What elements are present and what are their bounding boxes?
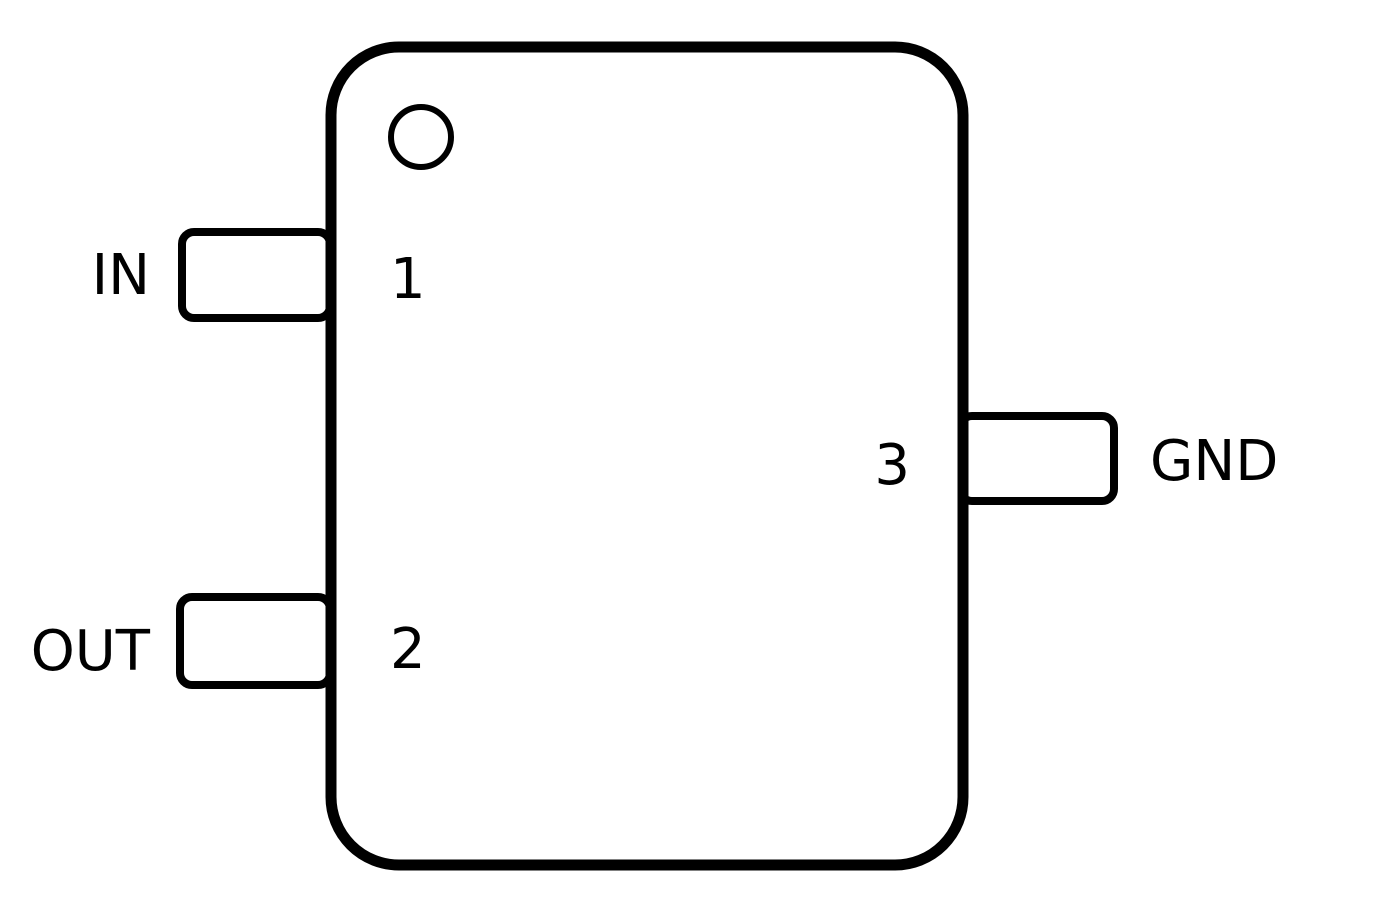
pin-1-pad xyxy=(178,228,334,322)
pin-1-name-label: IN xyxy=(92,243,150,308)
pin-1-number: 1 xyxy=(390,247,426,312)
pin-2-pad xyxy=(176,593,334,689)
package-body xyxy=(325,41,969,871)
pin-2-number: 2 xyxy=(390,617,426,682)
pin-3-pad xyxy=(956,412,1118,505)
pin-3-number: 3 xyxy=(874,433,910,498)
pin1-indicator-icon xyxy=(388,104,454,170)
pin-2-name-label: OUT xyxy=(31,619,151,684)
pin-3-name-label: GND xyxy=(1150,429,1278,494)
